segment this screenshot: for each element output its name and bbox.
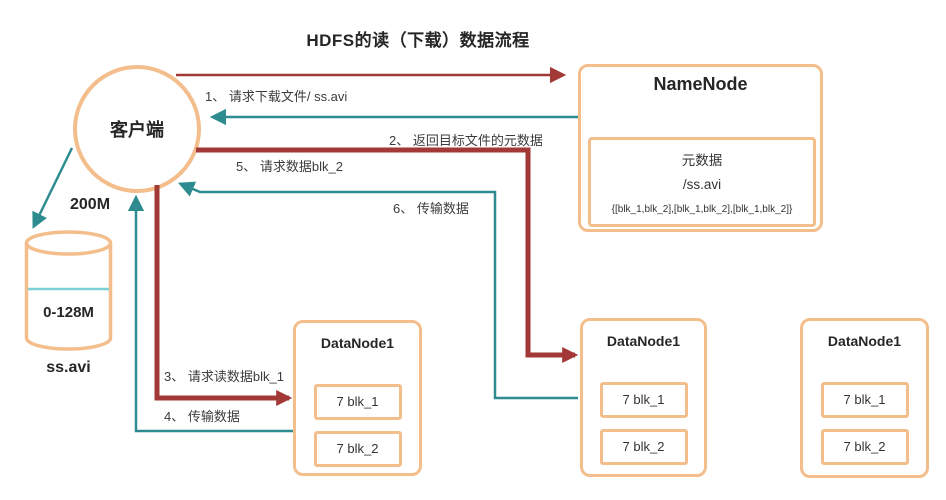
metadata-path: /ss.avi (682, 177, 722, 192)
flow-label-6-transfer-data: 6、 传输数据 (393, 201, 469, 216)
metadata-heading: 元数据 (681, 153, 723, 168)
datanode-2-box: DataNode1 7 blk_1 7 blk_2 (580, 318, 707, 477)
namenode-box: NameNode 元数据 /ss.avi {[blk_1,blk_2],[blk… (578, 64, 823, 232)
file-cylinder (24, 230, 113, 351)
metadata-block-list: {[blk_1,blk_2],[blk_1,blk_2],[blk_1,blk_… (611, 204, 793, 215)
client-label: 客户端 (110, 120, 164, 140)
datanode-2-block-2: 7 blk_2 (599, 429, 688, 465)
flow-label-2-return-metadata: 2、 返回目标文件的元数据 (389, 133, 543, 148)
namenode-metadata-box: 元数据 /ss.avi {[blk_1,blk_2],[blk_1,blk_2]… (588, 137, 816, 227)
datanode-2-title: DataNode1 (606, 333, 681, 349)
file-total-size-label: 200M (70, 196, 111, 213)
datanode-1-block-1: 7 blk_1 (313, 384, 402, 420)
page-title: HDFS的读（下载）数据流程 (306, 31, 530, 50)
datanode-3-title: DataNode1 (827, 333, 902, 349)
datanode-3-block-1: 7 blk_1 (820, 382, 909, 418)
file-block-range-label: 0-128M (43, 304, 94, 321)
client-node: 客户端 (73, 65, 201, 193)
flow-label-5-request-blk2: 5、 请求数据blk_2 (236, 159, 343, 174)
file-name-label: ss.avi (46, 359, 91, 376)
arrow-client-to-file (32, 147, 74, 229)
datanode-3-box: DataNode1 7 blk_1 7 blk_2 (800, 318, 929, 478)
datanode-3-block-2: 7 blk_2 (820, 429, 909, 465)
flow-label-1-request-download: 1、 请求下载文件/ ss.avi (205, 89, 348, 104)
datanode-2-block-1: 7 blk_1 (599, 382, 688, 418)
datanode-1-title: DataNode1 (320, 335, 395, 351)
arrow-4-transfer-data (127, 194, 293, 433)
flow-label-3-request-blk1: 3、 请求读数据blk_1 (164, 369, 284, 384)
datanode-1-block-2: 7 blk_2 (313, 431, 402, 467)
namenode-title: NameNode (653, 74, 748, 94)
datanode-1-box: DataNode1 7 blk_1 7 blk_2 (293, 320, 422, 476)
flow-label-4-transfer-data: 4、 传输数据 (164, 409, 240, 424)
